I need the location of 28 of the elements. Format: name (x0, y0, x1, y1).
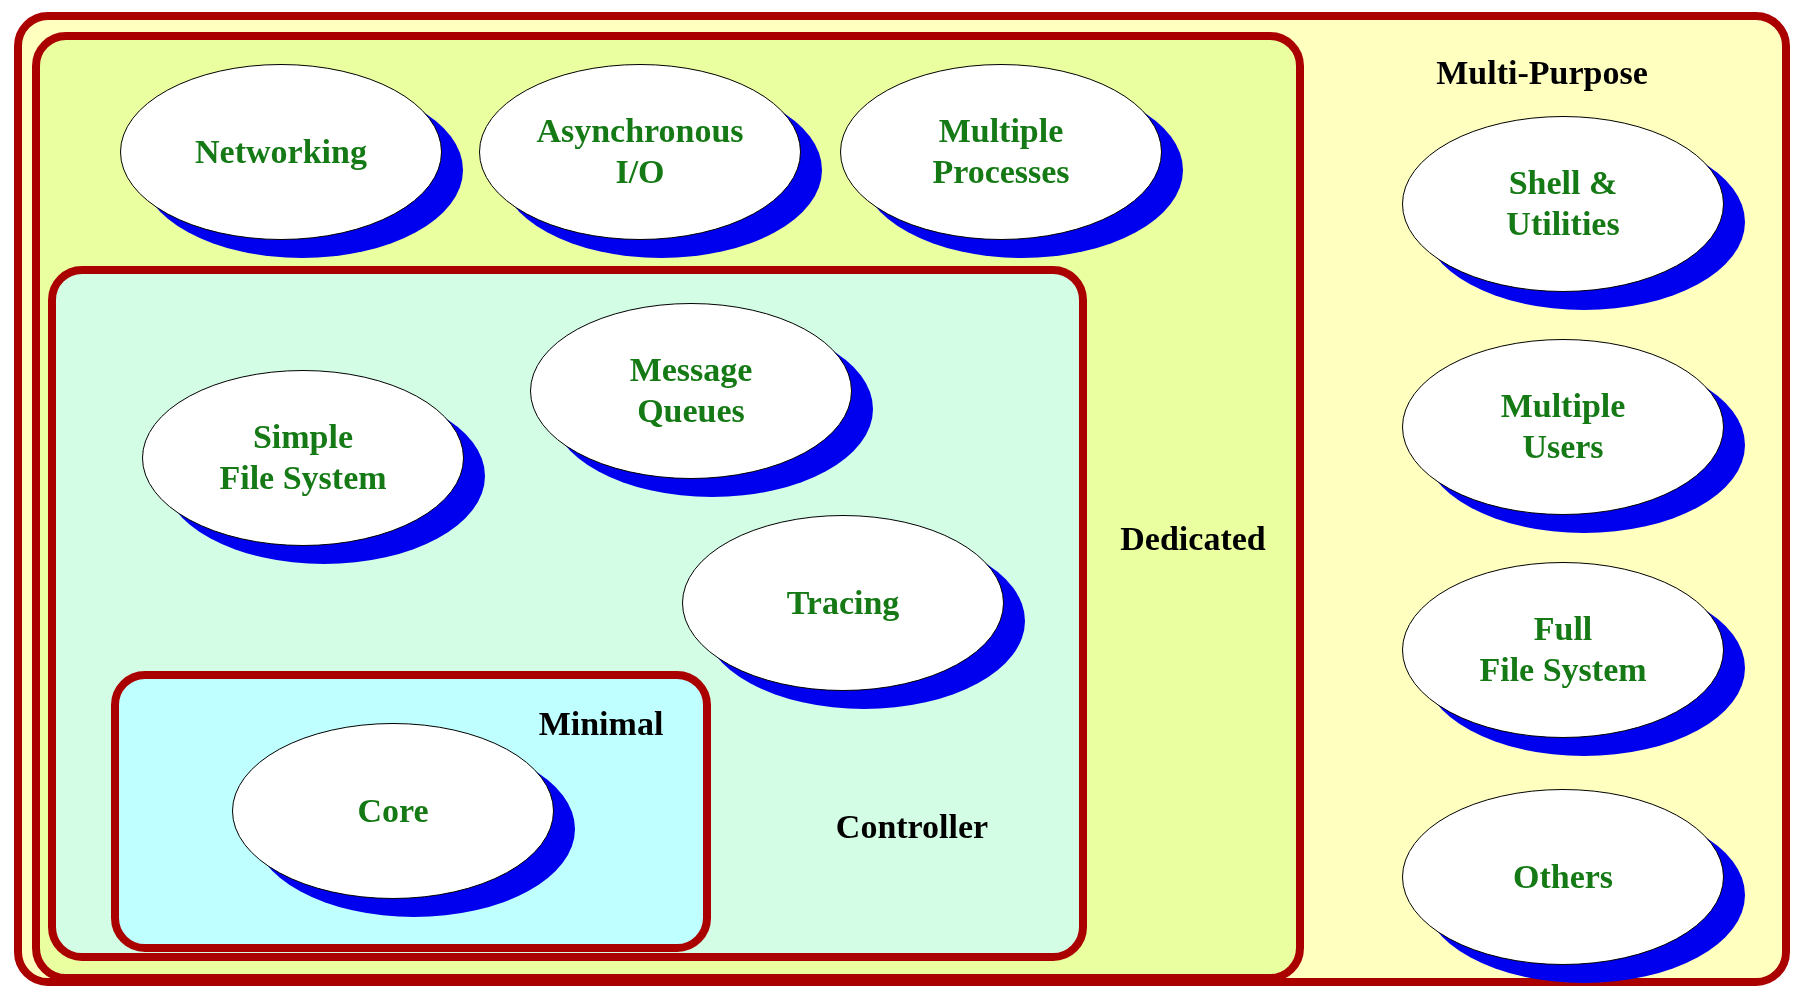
region-box (48, 266, 1087, 961)
node-label: Asynchronous I/O (536, 111, 744, 192)
region-box (14, 12, 1790, 986)
region-heading: Minimal (538, 705, 664, 743)
node-label: Multiple Processes (932, 111, 1070, 192)
ellipse-node (479, 64, 822, 258)
ellipse-node (1402, 562, 1745, 756)
node-label: Others (1512, 856, 1614, 897)
node-label: Shell & Utilities (1506, 163, 1620, 244)
ellipse-node (142, 370, 485, 564)
ellipse-node (1402, 789, 1745, 983)
node-label: Tracing (786, 582, 900, 623)
ellipse-node (1402, 116, 1745, 310)
node-label: Full File System (1479, 609, 1647, 690)
ellipse-node (530, 303, 873, 497)
node-label: Networking (195, 131, 367, 172)
node-label: Multiple Users (1500, 386, 1626, 467)
ellipse-node (1402, 339, 1745, 533)
node-label: Simple File System (219, 417, 387, 498)
region-heading: Controller (835, 808, 989, 846)
ellipse-node (120, 64, 463, 258)
node-label: Core (357, 790, 429, 831)
ellipse-node (840, 64, 1183, 258)
region-heading: Multi-Purpose (1436, 54, 1648, 92)
region-box (111, 671, 711, 952)
node-label: Message Queues (629, 350, 753, 431)
region-heading: Dedicated (1120, 520, 1266, 558)
ellipse-node (682, 515, 1025, 709)
